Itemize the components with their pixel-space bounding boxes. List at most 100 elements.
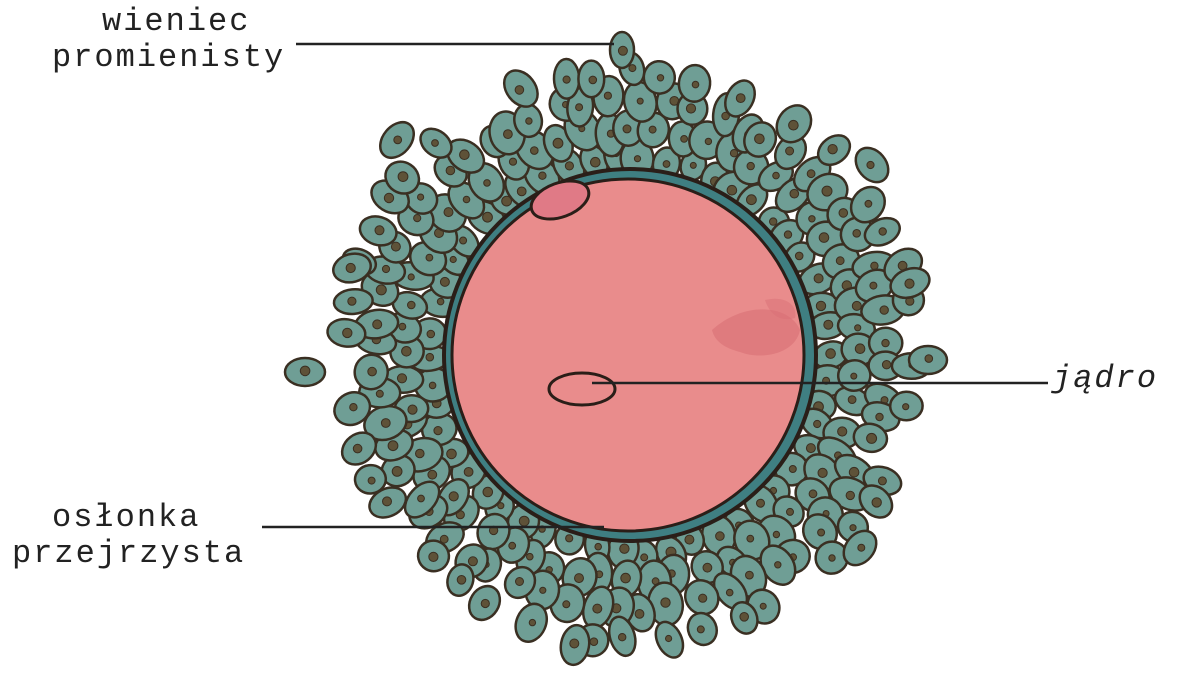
label-nucleus: jądro xyxy=(1052,361,1158,397)
corona-cell-nucleus xyxy=(882,361,890,369)
corona-cell-nucleus xyxy=(447,449,457,459)
corona-cell-nucleus xyxy=(681,136,688,143)
corona-cell-nucleus xyxy=(641,554,648,561)
label-zona-line-2: przejrzysta xyxy=(12,536,245,572)
corona-cell-nucleus xyxy=(850,525,856,531)
corona-cell-nucleus xyxy=(755,134,765,144)
corona-cell-nucleus xyxy=(747,535,754,542)
corona-cell-nucleus xyxy=(428,470,437,479)
corona-cell-nucleus xyxy=(903,404,909,410)
corona-cell-nucleus xyxy=(450,256,456,262)
corona-cell-nucleus xyxy=(865,200,872,207)
corona-cell-nucleus xyxy=(517,187,526,196)
corona-cell-nucleus xyxy=(463,196,470,203)
corona-cell-nucleus xyxy=(391,242,400,251)
corona-cell-nucleus xyxy=(858,544,865,551)
corona-cell-nucleus xyxy=(619,634,626,641)
corona-cell-nucleus xyxy=(699,594,707,602)
corona-cell-nucleus xyxy=(539,172,546,179)
corona-cell-nucleus xyxy=(593,604,602,613)
corona-cell-nucleus xyxy=(828,145,837,154)
label-zona-line-1: osłonka xyxy=(12,500,245,536)
corona-cell-nucleus xyxy=(685,535,694,544)
corona-cell-nucleus xyxy=(836,257,844,265)
corona-cell-nucleus xyxy=(589,76,597,84)
corona-cell-nucleus xyxy=(590,638,598,646)
corona-cell-nucleus xyxy=(566,535,573,542)
corona-cell-nucleus xyxy=(686,104,695,113)
corona-cell-nucleus xyxy=(814,420,821,427)
corona-cell-nucleus xyxy=(460,150,470,160)
corona-cell-nucleus xyxy=(773,172,780,179)
corona-cell-nucleus xyxy=(434,427,442,435)
corona-cell-nucleus xyxy=(789,466,796,473)
corona-cell-nucleus xyxy=(649,126,656,133)
corona-cell-nucleus xyxy=(726,589,733,596)
corona-cell-nucleus xyxy=(575,574,584,583)
corona-cell-nucleus xyxy=(576,104,583,111)
corona-cell-nucleus xyxy=(394,136,402,144)
corona-cell-nucleus xyxy=(851,373,857,379)
corona-cell-nucleus xyxy=(563,601,570,608)
corona-cell-nucleus xyxy=(368,367,377,376)
corona-cell-nucleus xyxy=(789,120,799,130)
corona-cell-nucleus xyxy=(392,467,402,477)
corona-cell-nucleus xyxy=(690,162,696,168)
corona-cell-nucleus xyxy=(746,571,754,579)
corona-cell-nucleus xyxy=(484,180,491,187)
corona-cell-nucleus xyxy=(509,158,516,165)
corona-cell-nucleus xyxy=(376,285,386,295)
corona-cell-nucleus xyxy=(460,237,467,244)
corona-cell-nucleus xyxy=(826,349,836,359)
corona-cell-nucleus xyxy=(399,323,406,330)
corona-cell-nucleus xyxy=(878,477,886,485)
corona-cell-nucleus xyxy=(440,277,449,286)
corona-cell-nucleus xyxy=(747,195,757,205)
corona-cell-nucleus xyxy=(806,444,815,453)
corona-cell-nucleus xyxy=(620,544,629,553)
corona-cell-nucleus xyxy=(736,94,745,103)
corona-cell-nucleus xyxy=(666,635,672,641)
label-zona-pellucida: osłonka przejrzysta xyxy=(12,500,245,572)
corona-cell-nucleus xyxy=(519,516,529,526)
corona-cell-nucleus xyxy=(449,492,458,501)
label-corona-line-1: wieniec xyxy=(52,4,285,40)
corona-cell-nucleus xyxy=(870,282,877,289)
corona-cell-nucleus xyxy=(529,619,535,625)
corona-cell-nucleus xyxy=(880,306,888,314)
corona-cell-nucleus xyxy=(846,491,854,499)
corona-cell-nucleus xyxy=(509,542,516,549)
corona-cell-nucleus xyxy=(740,613,749,622)
corona-cell-nucleus xyxy=(663,161,670,168)
corona-cell-nucleus xyxy=(526,118,532,124)
corona-cell-nucleus xyxy=(343,328,352,337)
corona-cell-nucleus xyxy=(855,344,865,354)
corona-cell-nucleus xyxy=(408,274,414,280)
corona-cell-nucleus xyxy=(531,147,539,155)
corona-cell-nucleus xyxy=(623,125,631,133)
corona-cell-nucleus xyxy=(760,603,766,609)
corona-cell-nucleus xyxy=(867,161,874,168)
corona-cell-nucleus xyxy=(300,366,310,376)
corona-cell-nucleus xyxy=(816,301,825,310)
corona-cell-nucleus xyxy=(829,555,835,561)
corona-cell-nucleus xyxy=(905,279,914,288)
corona-cell-nucleus xyxy=(872,498,881,507)
corona-cell-nucleus xyxy=(368,477,375,484)
corona-cell-nucleus xyxy=(692,81,699,88)
corona-cell-nucleus xyxy=(416,449,425,458)
corona-cell-nucleus xyxy=(402,347,412,357)
corona-cell-nucleus xyxy=(516,578,524,586)
label-corona-radiata: wieniec promienisty xyxy=(52,4,285,76)
corona-cell-nucleus xyxy=(444,208,453,217)
corona-cell-nucleus xyxy=(790,189,799,198)
corona-cell-nucleus xyxy=(757,499,765,507)
corona-cell-nucleus xyxy=(879,228,886,235)
corona-cell-nucleus xyxy=(595,543,602,550)
corona-cell-nucleus xyxy=(427,330,435,338)
corona-cell-nucleus xyxy=(388,441,398,451)
corona-cell-nucleus xyxy=(373,320,382,329)
corona-cell-nucleus xyxy=(773,531,779,537)
corona-cell-nucleus xyxy=(635,610,644,619)
corona-cell-nucleus xyxy=(819,233,829,243)
